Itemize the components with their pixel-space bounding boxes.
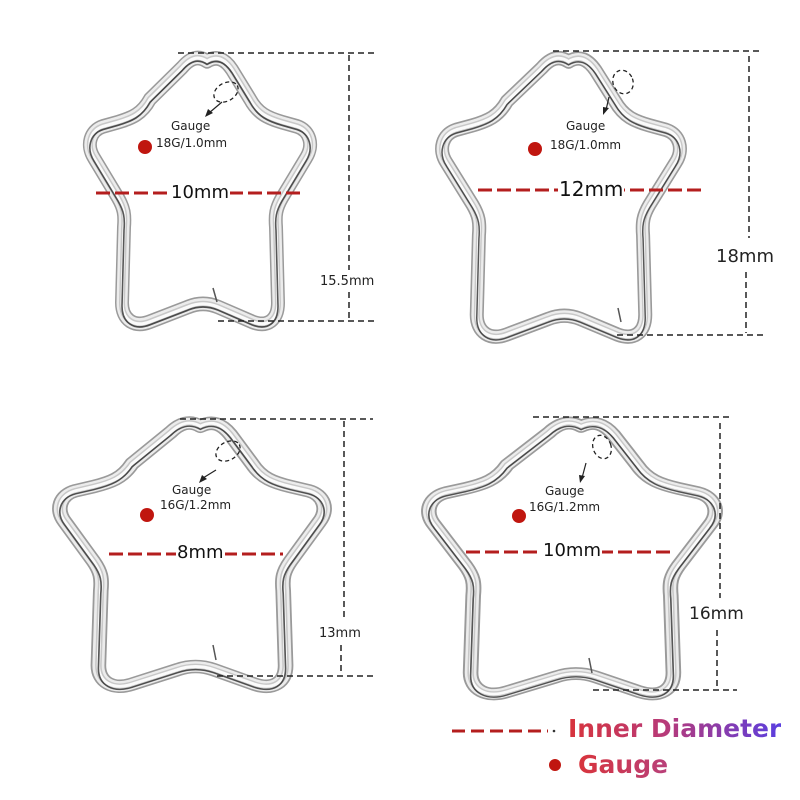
hinge-seam-4 — [588, 657, 593, 674]
gauge-title-1: Gauge — [171, 119, 211, 133]
gauge-dot-1 — [138, 140, 152, 154]
gauge-arrowhead-3 — [199, 475, 207, 483]
inner-diameter-label-3: 8mm — [176, 542, 225, 563]
gauge-value-1: 18G/1.0mm — [156, 136, 228, 150]
gauge-dot-4 — [512, 509, 526, 523]
hinge-seam-2 — [617, 307, 622, 323]
inner-diameter-label-4: 10mm — [542, 540, 602, 561]
gauge-value-2: 18G/1.0mm — [550, 138, 622, 152]
legend-line-end-dot — [552, 729, 556, 733]
legend-inner-diameter: Inner Diameter — [568, 714, 781, 743]
hinge-seam-1 — [212, 287, 218, 303]
hinge-seam-3 — [212, 644, 217, 661]
inner-diameter-label-2: 12mm — [558, 177, 625, 201]
gauge-arrowhead-2 — [603, 107, 609, 115]
gauge-arrow-4 — [581, 462, 587, 479]
gauge-dot-2 — [528, 142, 542, 156]
gauge-arrowhead-4 — [579, 475, 585, 483]
height-label-2: 18mm — [716, 246, 774, 267]
gauge-arrow-3 — [202, 469, 217, 479]
gauge-callout-circle-3 — [215, 440, 241, 462]
product-panel-2 — [442, 50, 766, 340]
gauge-title-3: Gauge — [172, 483, 212, 497]
legend-inner-diameter-label: Inner Diameter — [568, 714, 782, 743]
gauge-title-4: Gauge — [545, 484, 585, 498]
gauge-value-4: 16G/1.2mm — [529, 500, 601, 514]
legend-graphics — [452, 729, 561, 771]
gauge-value-3: 16G/1.2mm — [160, 498, 232, 512]
gauge-arrow-1 — [208, 101, 223, 114]
legend-gauge-dot-icon — [549, 759, 561, 771]
gauge-callout-circle-4 — [591, 434, 613, 460]
gauge-arrowhead-1 — [205, 109, 213, 117]
height-label-4: 16mm — [689, 604, 744, 624]
gauge-title-2: Gauge — [566, 119, 606, 133]
height-label-1: 15.5mm — [320, 274, 375, 289]
legend-gauge-label: Gauge — [578, 750, 669, 779]
inner-diameter-label-1: 10mm — [170, 182, 230, 203]
height-label-3: 13mm — [319, 626, 361, 641]
gauge-dot-3 — [140, 508, 154, 522]
gauge-callout-circle-1 — [213, 81, 239, 103]
legend-gauge: Gauge — [578, 750, 668, 779]
